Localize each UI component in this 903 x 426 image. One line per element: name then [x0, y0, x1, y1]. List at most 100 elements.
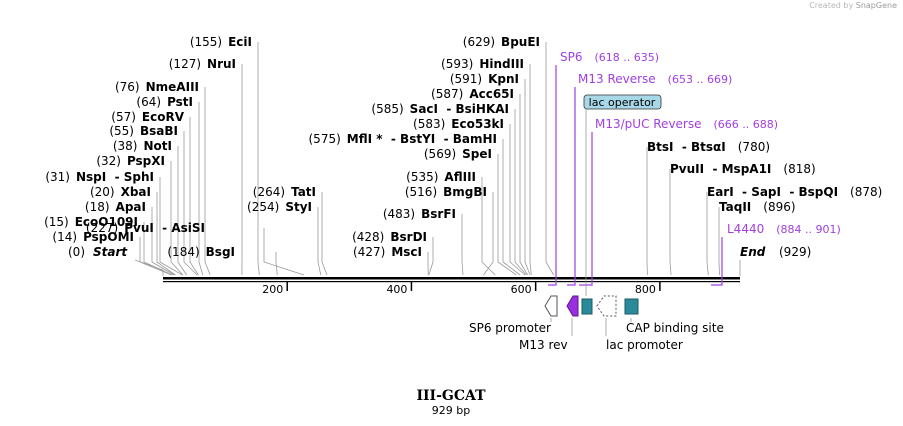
enzyme-position: (535): [406, 170, 438, 184]
feature-label: M13 rev: [519, 338, 568, 352]
end-label: End: [740, 245, 766, 259]
enzyme-site[interactable]: BsaBI(55): [109, 124, 198, 276]
enzyme-site[interactable]: PspOMI(14): [52, 230, 172, 276]
enzyme-site[interactable]: PspXI(32): [96, 154, 184, 276]
enzyme-site[interactable]: StyI(254): [247, 200, 322, 276]
start-marker: (0)Start: [68, 245, 164, 276]
enzyme-position: (587): [431, 87, 463, 101]
enzyme-connector: [514, 109, 527, 276]
enzyme-position: (64): [136, 95, 161, 109]
enzyme-site[interactable]: BpuEI(629): [463, 35, 555, 276]
enzyme-connector: [183, 131, 198, 276]
enzyme-site[interactable]: SacI - BsiHKAI(585): [371, 102, 527, 276]
lac-promoter-icon[interactable]: [596, 295, 617, 317]
enzyme-site[interactable]: MscI(427): [353, 245, 429, 276]
feature-label: CAP binding site: [626, 321, 724, 335]
ruler-tick-label: 800: [635, 283, 656, 296]
primer-sp6[interactable]: SP6(618 .. 635): [548, 50, 659, 286]
enzyme-site[interactable]: EcoO109I(15): [44, 215, 173, 276]
enzyme-site[interactable]: NruI (127): [169, 57, 243, 276]
enzyme-site[interactable]: EciI (155): [190, 35, 260, 276]
enzyme-site[interactable]: SpeI(569): [424, 147, 517, 276]
enzyme-site[interactable]: XbaI(20): [90, 185, 176, 276]
enzyme-position: (155): [190, 35, 222, 49]
enzyme-site[interactable]: BsrDI(428): [352, 230, 434, 276]
enzyme-name: NotI: [144, 139, 173, 153]
enzyme-position: (878): [850, 185, 882, 199]
start-position: (0): [68, 245, 85, 259]
enzyme-site[interactable]: NotI(38): [113, 139, 187, 276]
primer-m13-reverse[interactable]: M13 Reverse(653 .. 669): [567, 72, 733, 286]
enzyme-site[interactable]: TatI(264): [253, 185, 328, 276]
enzyme-connector: [461, 214, 464, 276]
enzyme-name: BsrFI: [421, 207, 456, 221]
enzyme-site[interactable]: MflI * - BstYI - BamHI(575): [309, 132, 521, 276]
enzyme-connector: [706, 192, 709, 276]
enzyme-site[interactable]: BsrFI (483): [383, 207, 464, 276]
enzyme-position: (76): [115, 80, 140, 94]
enzyme-position: (591): [450, 72, 482, 86]
enzyme-site[interactable]: ApaI(18): [85, 200, 175, 276]
enzyme-site[interactable]: Acc65I(587): [431, 87, 528, 276]
enzyme-name: NspI - SphI: [76, 170, 154, 184]
enzyme-connector: [257, 42, 260, 276]
enzyme-site[interactable]: EarI - SapI - BspQI(878): [706, 185, 882, 276]
enzyme-site[interactable]: EcoRV (57): [111, 110, 199, 276]
enzyme-name: BpuEI: [501, 35, 540, 49]
enzyme-name: ApaI: [116, 200, 146, 214]
enzyme-site[interactable]: PvuI - AsiSI (227): [86, 221, 305, 276]
snapgene-watermark: Created by SnapGene: [809, 1, 897, 10]
enzyme-name: TatI: [291, 185, 316, 199]
enzyme-connector: [156, 192, 176, 276]
enzyme-site[interactable]: AflIII(535): [406, 170, 496, 276]
enzyme-name: EcoO109I: [75, 215, 138, 229]
enzyme-site[interactable]: PvuII - MspA1I(818): [669, 162, 816, 276]
lac-operator-box-icon[interactable]: [581, 298, 593, 315]
primer-l4440[interactable]: L4440(884 .. 901): [711, 222, 841, 286]
primer-connector: [567, 87, 576, 286]
sp6-promoter-icon[interactable]: [544, 295, 558, 317]
enzyme-connector: [483, 192, 494, 276]
enzyme-name: PvuI - AsiSI: [124, 221, 205, 235]
primer-m13-puc-reverse[interactable]: M13/pUC Reverse(666 .. 688): [579, 117, 778, 286]
enzyme-site[interactable]: BsgI(184): [167, 245, 278, 276]
enzyme-name: PstI: [167, 95, 193, 109]
enzyme-position: (569): [424, 147, 456, 161]
enzyme-position: (483): [383, 207, 415, 221]
plasmid-name: III-GCAT: [416, 388, 486, 404]
enzyme-site[interactable]: Eco53kI(583): [413, 117, 526, 276]
enzyme-name: MscI: [391, 245, 422, 259]
enzyme-site[interactable]: BmgBI(516): [405, 185, 494, 276]
enzyme-site[interactable]: HindIII(593): [441, 57, 532, 276]
enzyme-position: (227): [86, 221, 118, 235]
enzyme-name: Eco53kI: [451, 117, 504, 131]
enzyme-connector: [509, 124, 526, 276]
enzyme-position: (428): [352, 230, 384, 244]
enzyme-connector: [481, 177, 496, 276]
enzyme-site[interactable]: NmeAIII(76): [115, 80, 211, 276]
enzyme-connector: [204, 87, 211, 276]
enzyme-site[interactable]: PstI (64): [136, 95, 204, 276]
enzyme-name: KpnI: [488, 72, 519, 86]
primer-range: (653 .. 669): [668, 73, 733, 86]
enzyme-connector: [275, 252, 278, 276]
enzyme-name: PspOMI: [83, 230, 134, 244]
enzyme-connector: [189, 117, 199, 276]
enzyme-name: EcoRV: [142, 110, 185, 124]
lac-operator-feature[interactable]: lac operator: [583, 94, 662, 296]
backbone-strand-top: [163, 277, 740, 280]
plasmid-length: 929 bp: [432, 404, 470, 417]
enzyme-site[interactable]: BtsI - BtsαI(780): [646, 140, 770, 276]
enzyme-site[interactable]: NspI - SphI(31): [45, 170, 183, 276]
enzyme-position: (57): [111, 110, 136, 124]
cap-binding-site-icon[interactable]: [624, 298, 639, 315]
enzyme-position: (127): [169, 57, 201, 71]
enzyme-site[interactable]: TaqII(896): [718, 200, 796, 276]
enzyme-connector: [321, 192, 328, 276]
enzyme-site[interactable]: KpnI (591): [450, 72, 531, 276]
enzyme-name: NruI: [207, 57, 236, 71]
m13-rev-icon[interactable]: [566, 295, 579, 317]
enzyme-position: (254): [247, 200, 279, 214]
ruler-tick-label: 400: [386, 283, 407, 296]
enzyme-name: EciI: [228, 35, 252, 49]
